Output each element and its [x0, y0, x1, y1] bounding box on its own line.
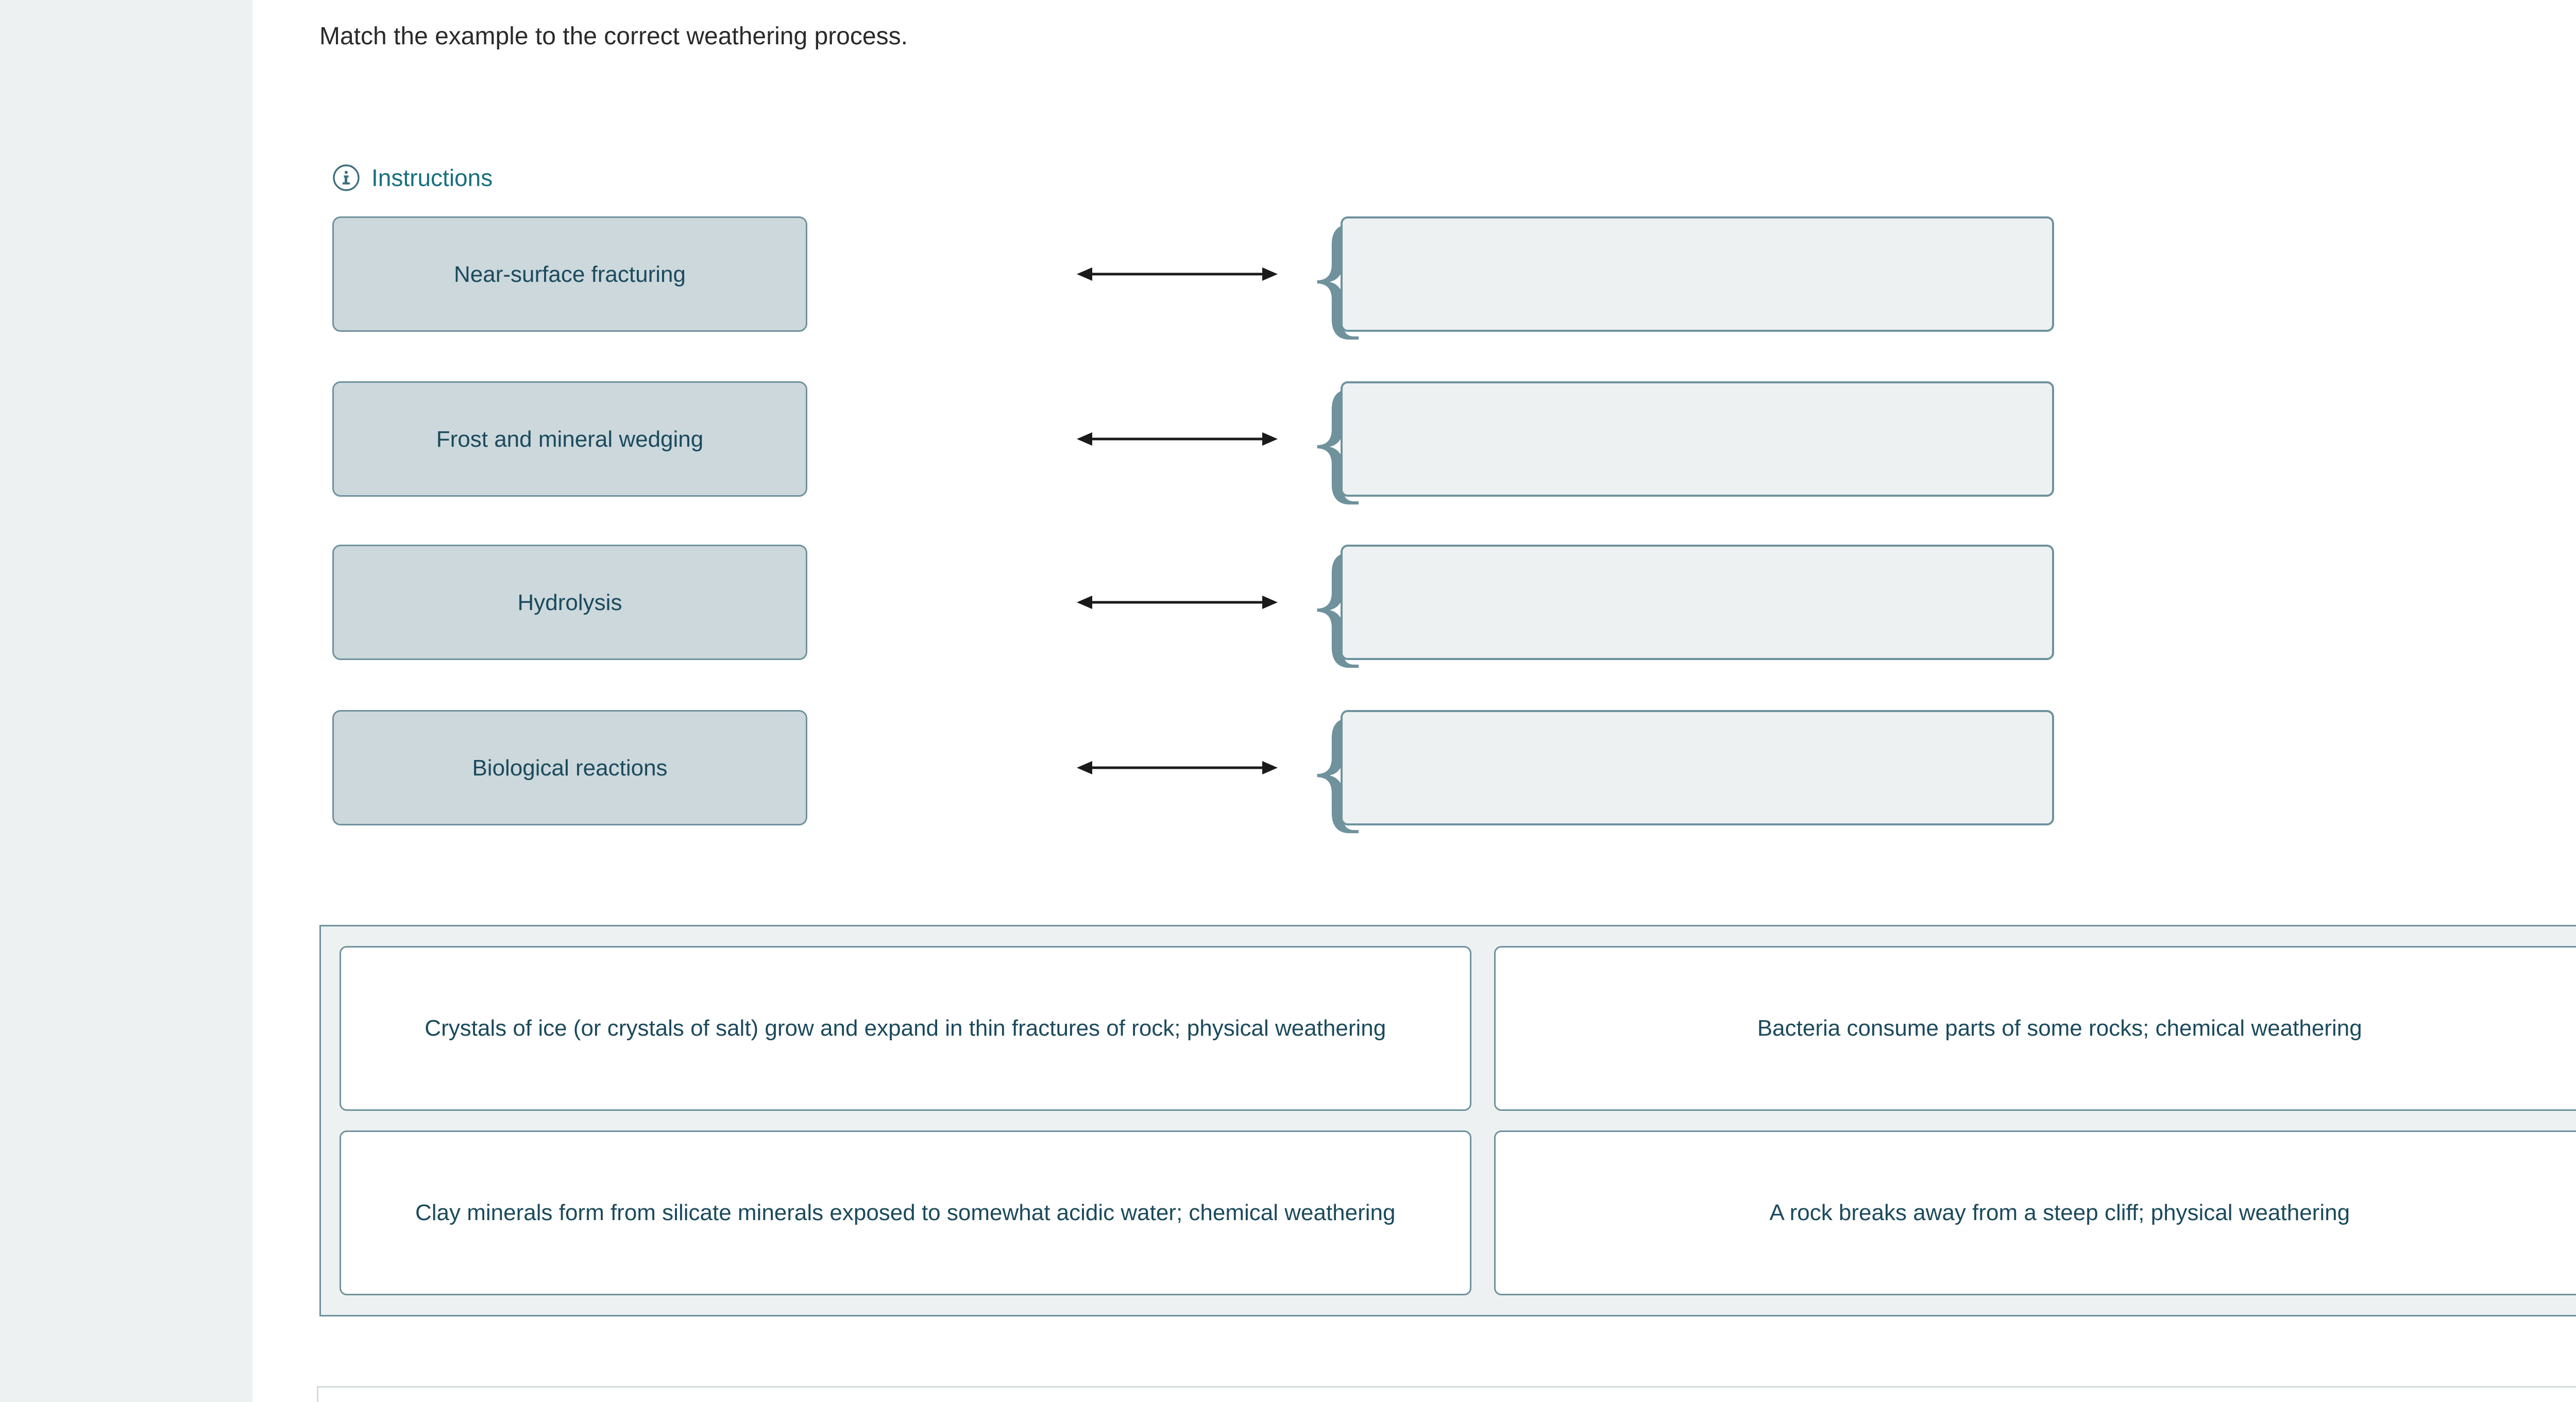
answer-card-2[interactable]: Clay minerals form from silicate mineral…	[340, 1130, 1471, 1295]
answer-card-text: Bacteria consume parts of some rocks; ch…	[1757, 1015, 2362, 1041]
bottom-partial-panel	[317, 1386, 2576, 1402]
prompt-tile-1[interactable]: Frost and mineral wedging	[332, 381, 807, 497]
prompt-tile-3[interactable]: Biological reactions	[332, 710, 807, 825]
answer-card-0[interactable]: Crystals of ice (or crystals of salt) gr…	[340, 946, 1471, 1111]
prompt-tile-2[interactable]: Hydrolysis	[332, 545, 807, 660]
instructions-link[interactable]: Instructions	[332, 164, 493, 192]
answer-card-text: Crystals of ice (or crystals of salt) gr…	[425, 1015, 1386, 1041]
page-title: Match the example to the correct weather…	[319, 23, 908, 50]
info-circle-icon	[333, 164, 360, 191]
answer-card-3[interactable]: A rock breaks away from a steep cliff; p…	[1494, 1130, 2576, 1295]
prompt-tile-label: Hydrolysis	[517, 589, 622, 615]
prompt-tile-0[interactable]: Near-surface fracturing	[332, 216, 807, 332]
double-headed-arrow-icon	[1077, 761, 1278, 774]
drop-zone-1[interactable]	[1341, 381, 2054, 497]
answer-bank-grid: Crystals of ice (or crystals of salt) gr…	[340, 946, 2576, 1295]
answer-card-text: A rock breaks away from a steep cliff; p…	[1769, 1200, 2350, 1225]
double-headed-arrow-icon	[1077, 596, 1278, 609]
double-headed-arrow-icon	[1077, 432, 1278, 446]
prompt-tile-label: Frost and mineral wedging	[436, 426, 704, 452]
answer-bank: Crystals of ice (or crystals of salt) gr…	[319, 925, 2576, 1316]
instructions-label: Instructions	[371, 164, 493, 191]
answer-card-text: Clay minerals form from silicate mineral…	[415, 1200, 1396, 1225]
double-headed-arrow-icon	[1077, 267, 1278, 281]
prompt-tile-label: Biological reactions	[472, 755, 668, 781]
drop-zone-2[interactable]	[1341, 545, 2054, 660]
answer-card-1[interactable]: Bacteria consume parts of some rocks; ch…	[1494, 946, 2576, 1111]
drop-zone-0[interactable]	[1341, 216, 2054, 332]
drop-zone-3[interactable]	[1341, 710, 2054, 825]
prompt-tile-label: Near-surface fracturing	[454, 261, 686, 287]
